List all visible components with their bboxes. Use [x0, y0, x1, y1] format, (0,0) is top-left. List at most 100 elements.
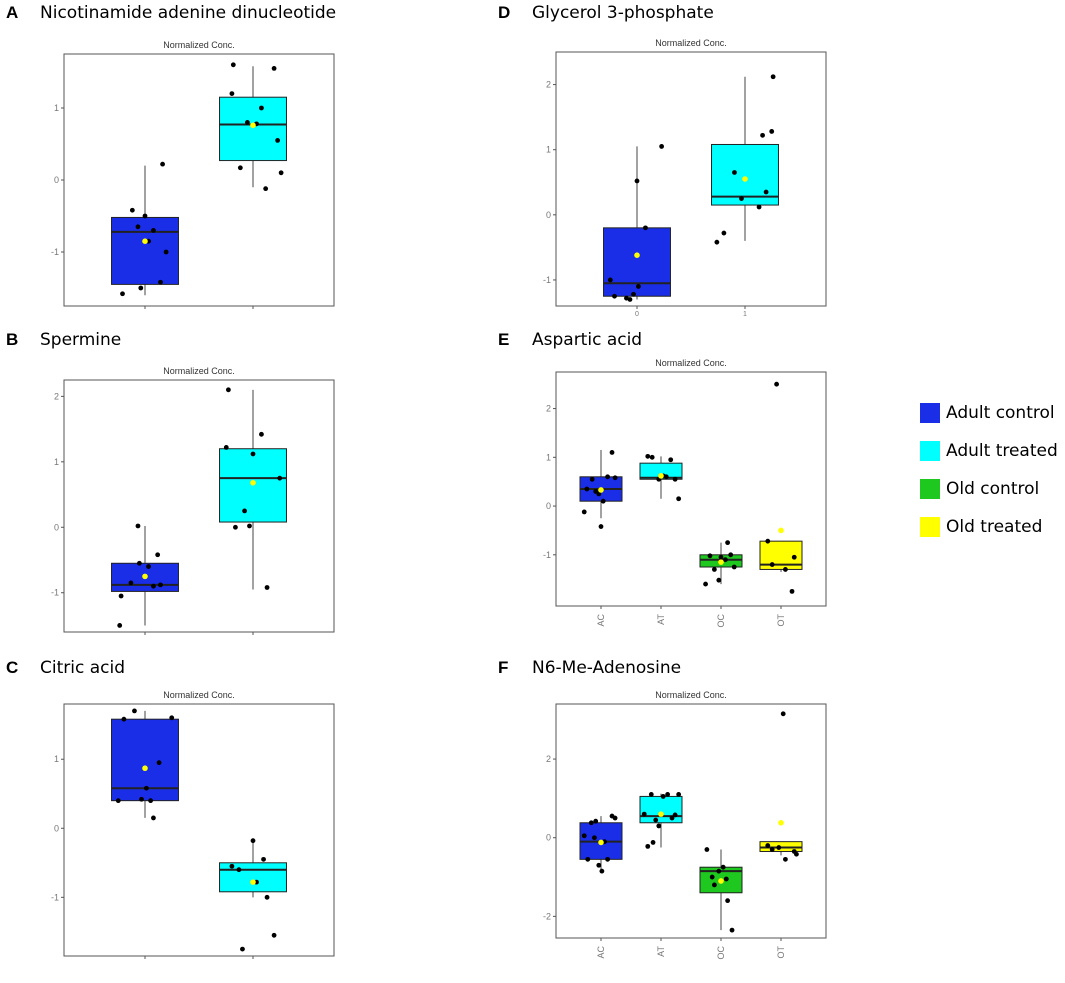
data-point: [721, 230, 727, 236]
mean-marker: [250, 122, 256, 129]
data-point: [148, 798, 154, 804]
box: [111, 216, 179, 285]
mean-marker: [658, 473, 664, 479]
data-point: [668, 457, 674, 463]
data-point: [676, 792, 682, 797]
plot-frame: [63, 703, 335, 957]
x-tick-label: OC: [716, 945, 726, 959]
mean-marker: [598, 839, 604, 846]
panel-letter-c: C: [6, 658, 19, 677]
data-point: [250, 838, 256, 844]
data-point: [711, 567, 717, 572]
data-point: [716, 577, 722, 583]
data-point: [653, 817, 659, 823]
plot-subtitle: Normalized Conc.: [163, 366, 235, 376]
data-point: [139, 796, 144, 802]
x-tick-label: AT: [656, 946, 666, 957]
y-tick-label: 0: [54, 522, 59, 532]
data-point: [709, 874, 715, 880]
data-point: [599, 868, 605, 874]
mean-marker: [598, 487, 604, 493]
data-point: [641, 811, 647, 817]
mean-marker: [718, 878, 724, 884]
panel-title-f: N6-Me-Adenosine: [532, 658, 682, 678]
data-point: [259, 431, 264, 437]
data-point: [716, 868, 722, 874]
data-point: [769, 562, 775, 567]
box: [219, 96, 287, 162]
plot-frame: [63, 379, 335, 633]
legend-item-adult-treated: Adult treated: [920, 432, 1058, 470]
mean-marker: [142, 573, 148, 580]
panel-letter-a: A: [6, 3, 19, 22]
box: [639, 795, 683, 824]
data-point: [138, 285, 144, 291]
data-point: [225, 387, 231, 393]
data-point: [663, 474, 669, 480]
data-point: [720, 864, 726, 870]
panel-title-e: Aspartic acid: [532, 330, 643, 350]
x-tick-label: OT: [776, 945, 786, 958]
panel-letter-e: E: [498, 330, 510, 349]
data-point: [593, 818, 599, 824]
x-tick-label: AC: [596, 614, 606, 627]
x-tick-label: 1: [743, 311, 747, 318]
y-tick-label: 0: [54, 175, 59, 185]
data-point: [791, 554, 797, 560]
data-point: [725, 898, 731, 904]
mean-marker: [142, 765, 148, 772]
y-tick-label: -1: [543, 550, 551, 560]
mean-marker: [718, 559, 724, 565]
panel-title-d: Glycerol 3-phosphate: [532, 3, 714, 23]
y-tick-label: 2: [546, 404, 551, 414]
data-point: [648, 792, 654, 797]
data-point: [264, 585, 270, 590]
data-point: [591, 835, 597, 841]
data-point: [151, 583, 156, 589]
data-point: [585, 856, 591, 862]
mean-marker: [742, 176, 748, 182]
data-point: [588, 820, 594, 826]
data-point: [155, 552, 161, 558]
data-point: [769, 847, 775, 852]
panel-title-b: Spermine: [40, 330, 122, 350]
data-point: [589, 476, 595, 482]
panel-title-a: Nicotinamide adenine dinucleotide: [40, 3, 337, 23]
data-point: [271, 66, 277, 71]
data-point: [132, 708, 137, 714]
panel-letter-b: B: [6, 330, 19, 349]
data-point: [783, 856, 788, 862]
data-point: [728, 552, 734, 558]
plot-subtitle: Normalized Conc.: [655, 38, 727, 48]
data-point: [233, 524, 238, 530]
data-point: [598, 524, 604, 529]
legend-swatch: [920, 479, 940, 499]
legend-swatch: [920, 403, 940, 423]
data-point: [612, 815, 618, 821]
mean-marker: [634, 252, 640, 258]
data-point: [631, 291, 636, 297]
plot-frame: [555, 51, 827, 307]
data-point: [643, 225, 648, 231]
data-point: [739, 196, 744, 201]
data-point: [596, 491, 602, 497]
data-point: [247, 523, 252, 529]
legend-item-adult-control: Adult control: [920, 394, 1058, 432]
plot-subtitle: Normalized Conc.: [163, 690, 235, 700]
data-point: [672, 476, 678, 482]
data-point: [732, 170, 737, 175]
data-point: [151, 815, 156, 821]
data-point: [612, 475, 618, 481]
data-point: [142, 213, 148, 219]
y-tick-label: 0: [546, 833, 551, 843]
data-point: [645, 453, 651, 459]
box: [219, 862, 287, 893]
legend-swatch: [920, 441, 940, 461]
data-point: [600, 498, 606, 504]
data-point: [581, 509, 587, 515]
data-point: [627, 297, 633, 302]
data-point: [703, 581, 708, 587]
data-point: [718, 554, 724, 560]
